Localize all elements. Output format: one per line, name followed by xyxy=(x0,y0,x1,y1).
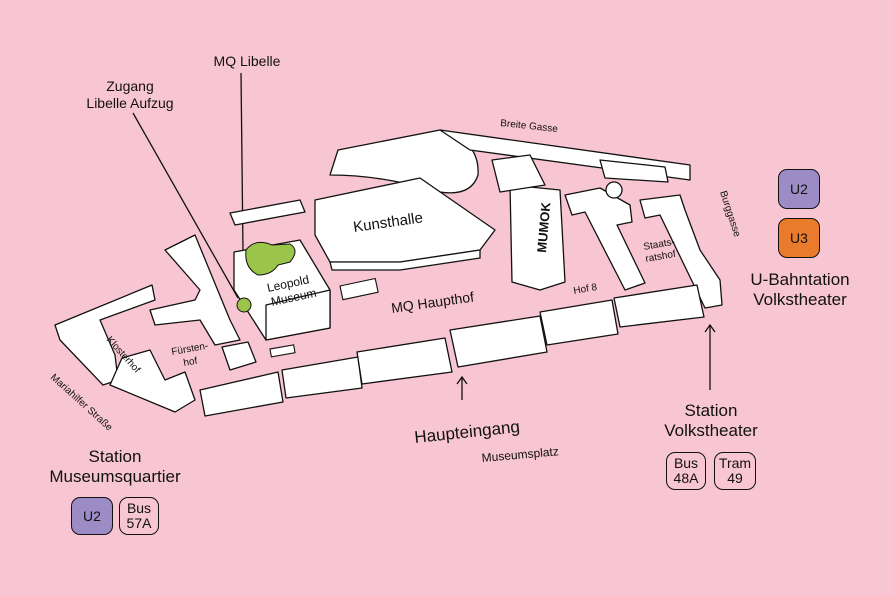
u3-line-badge[interactable]: U3 xyxy=(778,218,820,258)
station-title-line2: Volkstheater xyxy=(664,421,758,440)
label-fuerstenhof-1: Fürsten- xyxy=(171,341,210,358)
label-hof8: Hof 8 xyxy=(573,282,599,297)
building-kunsthalle-side xyxy=(329,249,481,271)
building-mariahilfer xyxy=(109,349,196,413)
building-fuerstenhof-north xyxy=(149,234,241,346)
station-title-line2: Museumsquartier xyxy=(49,467,181,486)
outline-box xyxy=(339,277,379,301)
arrow-volkstheater xyxy=(704,323,716,390)
label-mq-libelle: MQ Libelle xyxy=(214,53,281,69)
arrow-haupteingang xyxy=(456,375,468,400)
aufzug-pointer-line xyxy=(132,112,239,299)
building-north-small xyxy=(229,199,306,226)
label-staatsratshof-2: ratshof xyxy=(645,249,677,265)
libelle-pointer-line xyxy=(240,72,244,253)
u2-line-badge[interactable]: U2 xyxy=(778,169,820,209)
station-title-line1: Station xyxy=(684,401,738,420)
building-klosterhof xyxy=(54,284,156,386)
tram-49-badge[interactable]: Tram 49 xyxy=(714,452,756,490)
station-title-line1: Station xyxy=(88,447,142,466)
label-libelle-aufzug: Libelle Aufzug xyxy=(86,95,173,111)
station-museumsquartier: Station Museumsquartier xyxy=(30,447,200,487)
label-haupteingang: Haupteingang xyxy=(413,417,520,447)
label-mq-haupthof: MQ Haupthof xyxy=(390,289,475,316)
buildings xyxy=(54,129,723,417)
building-mumok-north xyxy=(491,154,546,193)
label-staatsratshof-1: Staats- xyxy=(643,237,676,253)
building-northeast xyxy=(599,159,669,183)
building-south-2 xyxy=(281,356,363,399)
building-south-5 xyxy=(539,299,619,346)
badge-line2: 48A xyxy=(673,470,699,486)
building-south-4 xyxy=(449,315,548,368)
station-volkstheater: Station Volkstheater xyxy=(646,401,776,441)
label-fuerstenhof-2: hof xyxy=(183,356,199,369)
mq-libelle-rooftop xyxy=(245,241,296,276)
building-leopold-front xyxy=(265,289,331,341)
bus-57a-badge[interactable]: Bus 57A xyxy=(119,497,159,535)
building-staatsrat-east xyxy=(639,194,723,309)
badge-line2: 57A xyxy=(126,515,152,531)
u2-museumsquartier-badge[interactable]: U2 xyxy=(71,497,113,535)
building-small-square xyxy=(221,341,257,371)
building-south-3 xyxy=(356,337,453,385)
badge-line1: Bus xyxy=(673,455,699,471)
aufzug-marker xyxy=(236,297,252,313)
station-ubahn-volkstheater: U-Bahntation Volkstheater xyxy=(740,270,860,310)
station-title-line1: U-Bahntation xyxy=(750,270,850,289)
label-burggasse: Burggasse xyxy=(717,190,742,239)
building-south-6 xyxy=(613,284,705,328)
label-zugang: Zugang xyxy=(106,78,153,94)
outline-box-small xyxy=(269,344,296,358)
label-breite-gasse: Breite Gasse xyxy=(500,118,559,135)
badge-line1: Tram xyxy=(718,455,752,471)
badge-line1: Bus xyxy=(126,500,152,516)
building-mumok xyxy=(509,184,566,291)
station-title-line2: Volkstheater xyxy=(753,290,847,309)
building-south-1 xyxy=(199,371,284,417)
label-museumsplatz: Museumsplatz xyxy=(481,444,559,465)
building-octagon xyxy=(605,181,623,199)
building-staatsrat-west xyxy=(564,187,646,291)
badge-line2: 49 xyxy=(727,470,743,486)
bus-48a-badge[interactable]: Bus 48A xyxy=(666,452,706,490)
label-mumok: MUMOK xyxy=(534,201,553,253)
